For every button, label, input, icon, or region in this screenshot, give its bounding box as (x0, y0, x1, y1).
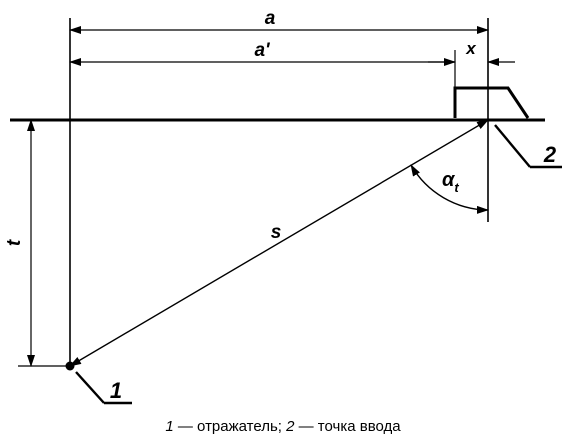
label-s: s (271, 222, 282, 243)
label-t: t (4, 239, 25, 246)
label-a: a (265, 8, 276, 29)
caption-text-1: — отражатель; (173, 418, 287, 435)
callout-2-leader (494, 124, 531, 168)
caption-text-2: — точка ввода (294, 418, 401, 435)
reflector-point (65, 361, 75, 371)
label-alpha-t: αt (442, 169, 459, 195)
transducer-probe (453, 86, 530, 119)
caption-number-2: 2 (286, 418, 295, 435)
figure-caption: 1 — отражатель; 2 — точка ввода (0, 418, 566, 435)
label-x: x (465, 39, 477, 58)
callout-1-label: 1 (110, 378, 122, 403)
callout-2-label: 2 (543, 142, 557, 167)
angle-alpha-arc (410, 164, 489, 214)
callout-1-leader (75, 371, 105, 404)
beam-path-s (69, 119, 489, 367)
caption-number-1: 1 (165, 418, 174, 435)
label-a-prime: a' (254, 40, 271, 61)
